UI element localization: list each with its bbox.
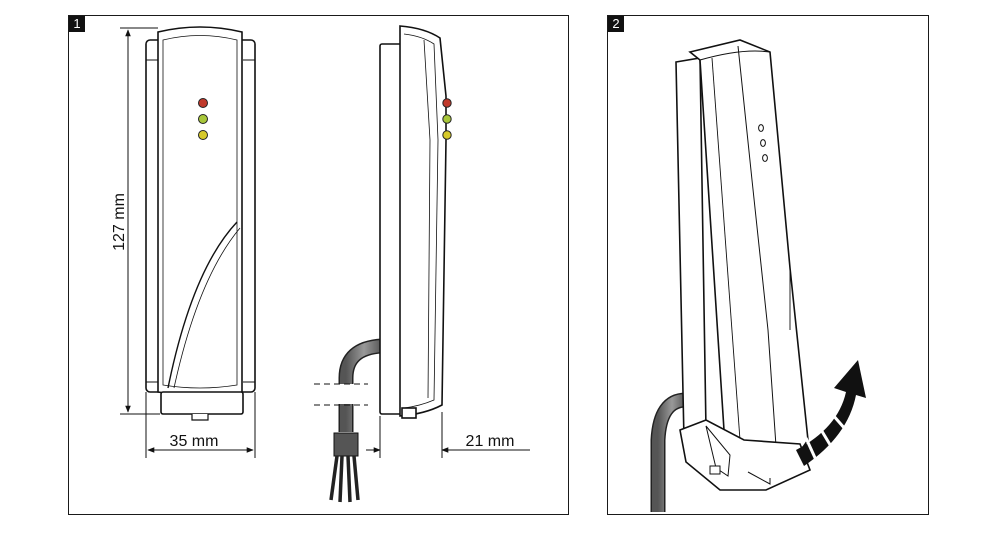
reader-opening-view (650, 39, 812, 512)
front-view-reader (145, 26, 256, 421)
led-green-icon (198, 114, 208, 124)
cable (314, 338, 383, 503)
open-direction-arrow-icon (796, 360, 866, 466)
depth-dimension (366, 412, 530, 458)
led-yellow-side-icon (442, 130, 452, 140)
led-red-side-icon (442, 98, 452, 108)
depth-label: 21 mm (466, 433, 515, 450)
side-view-reader (379, 25, 447, 419)
led-green-side-icon (442, 114, 452, 124)
width-label: 35 mm (170, 433, 219, 450)
led-red-icon (198, 98, 208, 108)
height-dimension (120, 27, 160, 415)
width-dimension (145, 392, 256, 458)
height-label: 127 mm (111, 193, 128, 251)
led-yellow-icon (198, 130, 208, 140)
panel-number-badge-1: 1 (69, 16, 85, 32)
panel-number-badge-2: 2 (608, 16, 624, 32)
